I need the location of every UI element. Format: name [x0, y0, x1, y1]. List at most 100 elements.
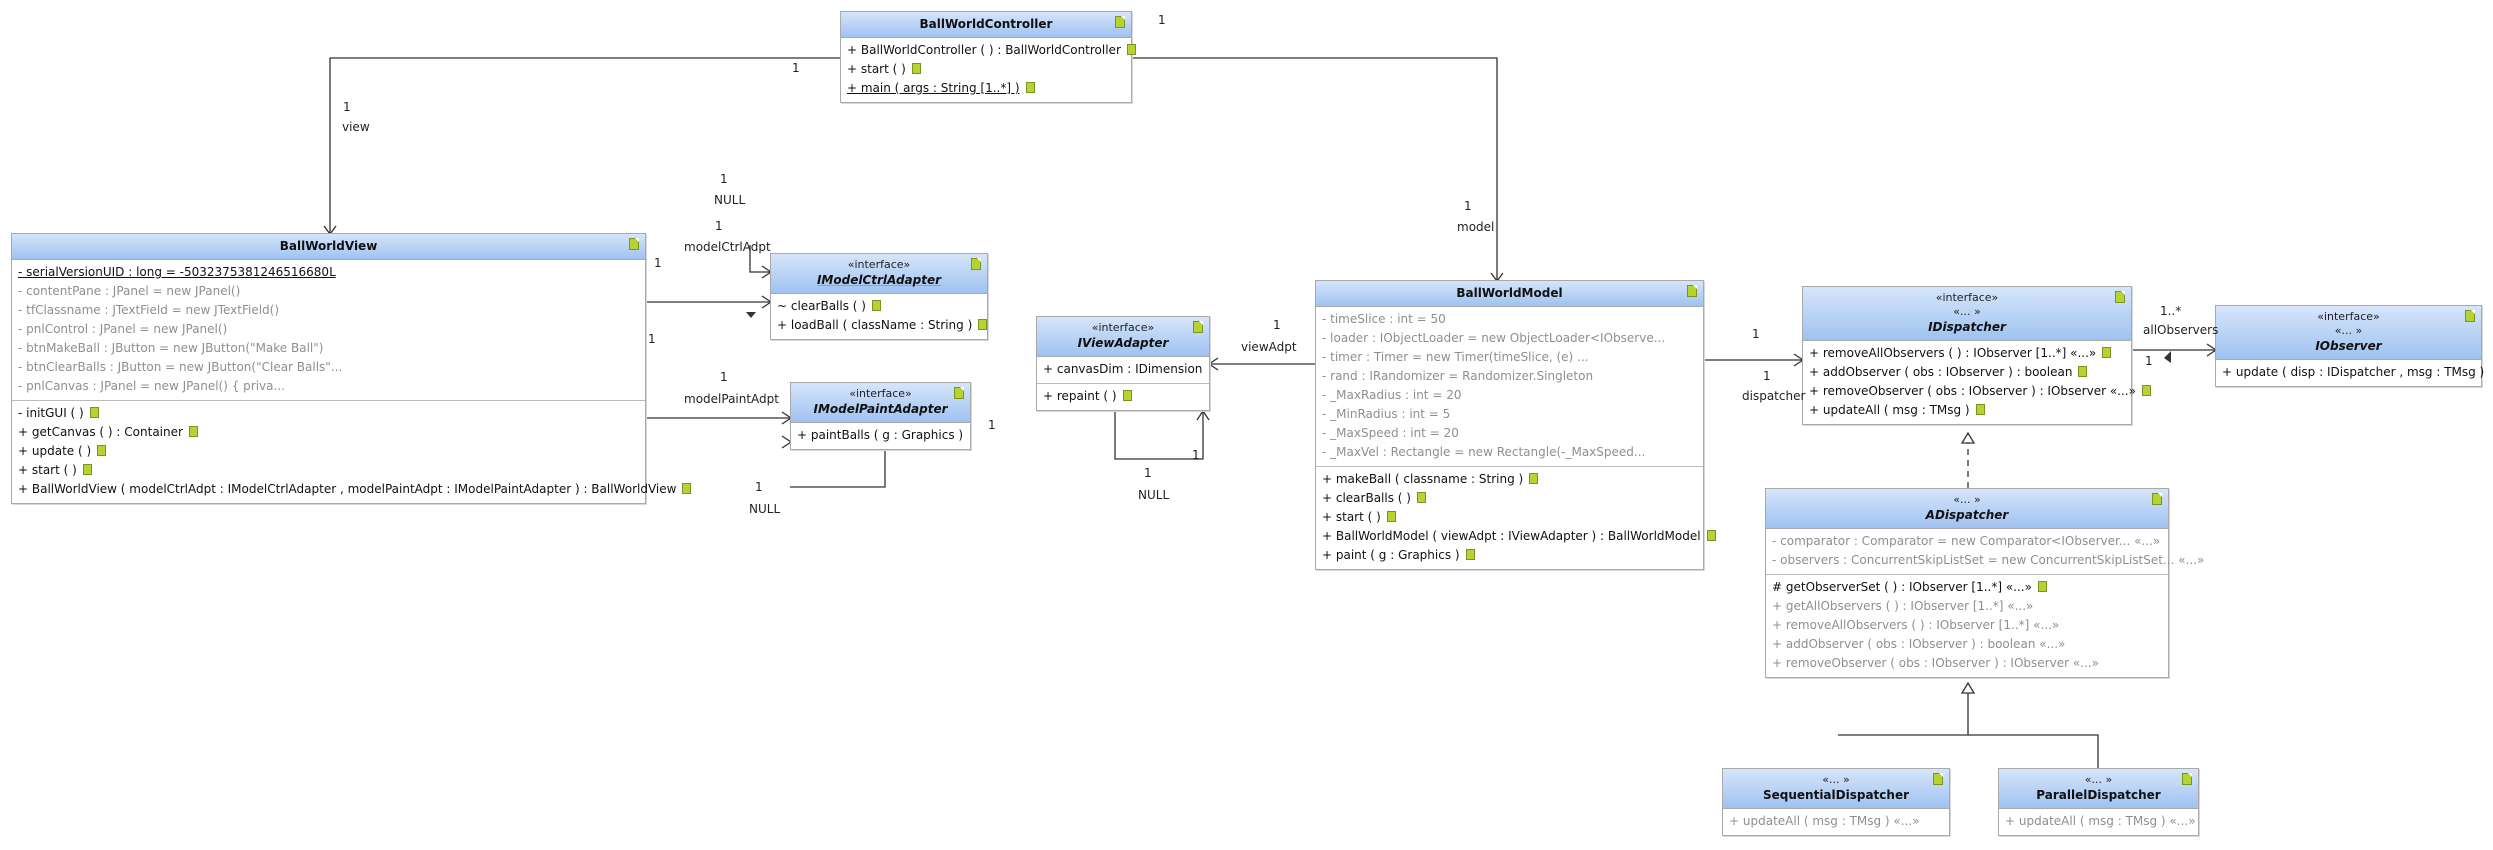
field-row[interactable]: - pnlCanvas : JPanel = new JPanel() { pr… [18, 379, 285, 393]
method-row[interactable]: + addObserver ( obs : IObserver ) : bool… [1772, 637, 2066, 651]
method-row[interactable]: + loadBall ( className : String ) [777, 316, 988, 335]
doc-icon [2078, 366, 2088, 377]
null-label: NULL [1138, 488, 1170, 502]
methods-section: + updateAll ( msg : TMsg ) «...» [1999, 809, 2198, 835]
doc-icon [1122, 390, 1132, 401]
class-icon [2465, 310, 2475, 322]
field-row[interactable]: + canvasDim : IDimension [1043, 362, 1203, 376]
method-row[interactable]: + updateAll ( msg : TMsg ) [1809, 401, 2125, 420]
stereotype: «interface» [847, 258, 911, 271]
field-row[interactable]: - contentPane : JPanel = new JPanel() [18, 284, 241, 298]
stereotype: «... » [1953, 305, 1981, 318]
method-row[interactable]: + update ( ) [18, 442, 639, 461]
stereotype: «interface» [1091, 321, 1155, 334]
field-row[interactable]: - comparator : Comparator = new Comparat… [1772, 534, 2161, 548]
stereotype: «... » [2084, 773, 2113, 786]
multiplicity-label: 1 [792, 61, 800, 75]
doc-icon [1529, 473, 1539, 484]
method-row[interactable]: + removeAllObservers ( ) : IObserver [1.… [1772, 618, 2060, 632]
doc-icon [682, 483, 692, 494]
multiplicity-label: 1 [1192, 448, 1200, 462]
method-row[interactable]: + BallWorldView ( modelCtrlAdpt : IModel… [18, 480, 692, 499]
field-row[interactable]: - loader : IObjectLoader = new ObjectLoa… [1322, 331, 1666, 345]
method-row[interactable]: + getAllObservers ( ) : IObserver [1..*]… [1772, 599, 2034, 613]
method-row[interactable]: # getObserverSet ( ) : IObserver [1..*] … [1772, 578, 2162, 597]
class-ballworldmodel[interactable]: BallWorldModel - timeSlice : int = 50 - … [1315, 280, 1716, 570]
class-iviewadapter[interactable]: «interface» IViewAdapter + canvasDim : I… [1036, 316, 1210, 411]
method-row[interactable]: + getCanvas ( ) : Container [18, 423, 639, 442]
multiplicity-label: 1 [1273, 318, 1281, 332]
field-row[interactable]: - _MaxSpeed : int = 20 [1322, 426, 1459, 440]
method-row[interactable]: + addObserver ( obs : IObserver ) : bool… [1809, 363, 2125, 382]
method-row[interactable]: ~ clearBalls ( ) [777, 297, 981, 316]
doc-icon [911, 63, 921, 74]
method-row[interactable]: + BallWorldModel ( viewAdpt : IViewAdapt… [1322, 527, 1716, 546]
class-ballworldview[interactable]: BallWorldView - serialVersionUID : long … [11, 233, 692, 504]
class-header: «interface» IModelPaintAdapter [791, 383, 970, 423]
class-name: BallWorldModel [1456, 286, 1563, 300]
class-imodelctrladapter[interactable]: «interface» IModelCtrlAdapter ~ clearBal… [770, 253, 988, 340]
field-row[interactable]: - _MaxRadius : int = 20 [1322, 388, 1462, 402]
method-row[interactable]: + start ( ) [1322, 508, 1697, 527]
class-idispatcher[interactable]: «interface» «... » IDispatcher + removeA… [1802, 286, 2151, 425]
multiplicity-label: 1 [988, 418, 996, 432]
method-row[interactable]: + paint ( g : Graphics ) [1322, 546, 1697, 565]
method-row[interactable]: + repaint ( ) [1043, 387, 1203, 406]
role-label: dispatcher [1742, 389, 1806, 403]
class-icon [1115, 16, 1125, 28]
class-icon [1933, 773, 1943, 785]
class-header: «interface» IViewAdapter [1037, 317, 1209, 357]
field-row[interactable]: - btnClearBalls : JButton = new JButton(… [18, 360, 343, 374]
method-row[interactable]: + BallWorldController ( ) : BallWorldCon… [847, 41, 1136, 60]
class-ballworldcontroller[interactable]: BallWorldController + BallWorldControlle… [840, 11, 1136, 103]
field-row[interactable]: - btnMakeBall : JButton = new JButton("M… [18, 341, 324, 355]
class-name: ADispatcher [1925, 508, 2009, 522]
class-imodelpaintadapter[interactable]: «interface» IModelPaintAdapter + paintBa… [790, 382, 971, 450]
class-iobserver[interactable]: «interface» «... » IObserver + update ( … [2215, 305, 2485, 387]
doc-icon [2141, 385, 2151, 396]
class-header: «... » ADispatcher [1766, 489, 2168, 529]
stereotype: «interface» [1935, 291, 1999, 304]
multiplicity-label: 1..* [2160, 304, 2182, 318]
class-icon [2152, 493, 2162, 505]
method-row[interactable]: + paintBalls ( g : Graphics ) [797, 428, 964, 442]
doc-icon [89, 407, 99, 418]
class-header: «... » SequentialDispatcher [1723, 769, 1949, 809]
method-row[interactable]: + update ( disp : IDispatcher , msg : TM… [2222, 365, 2485, 379]
field-row[interactable]: - _MinRadius : int = 5 [1322, 407, 1451, 421]
method-row[interactable]: + clearBalls ( ) [1322, 489, 1697, 508]
field-row[interactable]: - tfClassname : JTextField = new JTextFi… [18, 303, 280, 317]
method-row[interactable]: - initGUI ( ) [18, 404, 639, 423]
assoc-controller-model [1132, 57, 1498, 280]
field-row[interactable]: - pnlControl : JPanel = new JPanel() [18, 322, 228, 336]
null-label: NULL [714, 193, 746, 207]
field-row[interactable]: - _MaxVel : Rectangle = new Rectangle(-_… [1322, 445, 1646, 459]
class-name: BallWorldView [279, 239, 378, 253]
class-paralleldispatcher[interactable]: «... » ParallelDispatcher + updateAll ( … [1998, 768, 2199, 836]
class-header: BallWorldView [12, 234, 645, 260]
field-row[interactable]: - observers : ConcurrentSkipListSet = ne… [1772, 553, 2205, 567]
class-name: IViewAdapter [1077, 336, 1169, 350]
multiplicity-label: 1 [648, 332, 656, 346]
multiplicity-label: 1 [715, 219, 723, 233]
class-adispatcher[interactable]: «... » ADispatcher - comparator : Compar… [1765, 488, 2205, 678]
class-header: BallWorldModel [1316, 281, 1703, 307]
method-row[interactable]: + main ( args : String [1..*] ) [847, 79, 1125, 98]
method-row[interactable]: + removeObserver ( obs : IObserver ) : I… [1772, 656, 2099, 670]
class-sequentialdispatcher[interactable]: «... » SequentialDispatcher + updateAll … [1722, 768, 1950, 836]
method-row[interactable]: + removeObserver ( obs : IObserver ) : I… [1809, 382, 2151, 401]
method-row[interactable]: + makeBall ( classname : String ) [1322, 470, 1697, 489]
doc-icon [1465, 549, 1475, 560]
method-row[interactable]: + updateAll ( msg : TMsg ) «...» [1729, 814, 1920, 828]
field-row[interactable]: - rand : IRandomizer = Randomizer.Single… [1322, 369, 1594, 383]
field-row[interactable]: - timer : Timer = new Timer(timeSlice, (… [1322, 350, 1589, 364]
method-row[interactable]: + updateAll ( msg : TMsg ) «...» [2005, 814, 2196, 828]
method-row[interactable]: + start ( ) [847, 60, 1125, 79]
method-row[interactable]: + start ( ) [18, 461, 639, 480]
role-label: viewAdpt [1241, 340, 1297, 354]
field-row[interactable]: - timeSlice : int = 50 [1322, 312, 1446, 326]
field-row[interactable]: - serialVersionUID : long = -50323753812… [18, 265, 336, 279]
doc-icon [1416, 492, 1426, 503]
method-row[interactable]: + removeAllObservers ( ) : IObserver [1.… [1809, 344, 2125, 363]
doc-icon [97, 445, 107, 456]
